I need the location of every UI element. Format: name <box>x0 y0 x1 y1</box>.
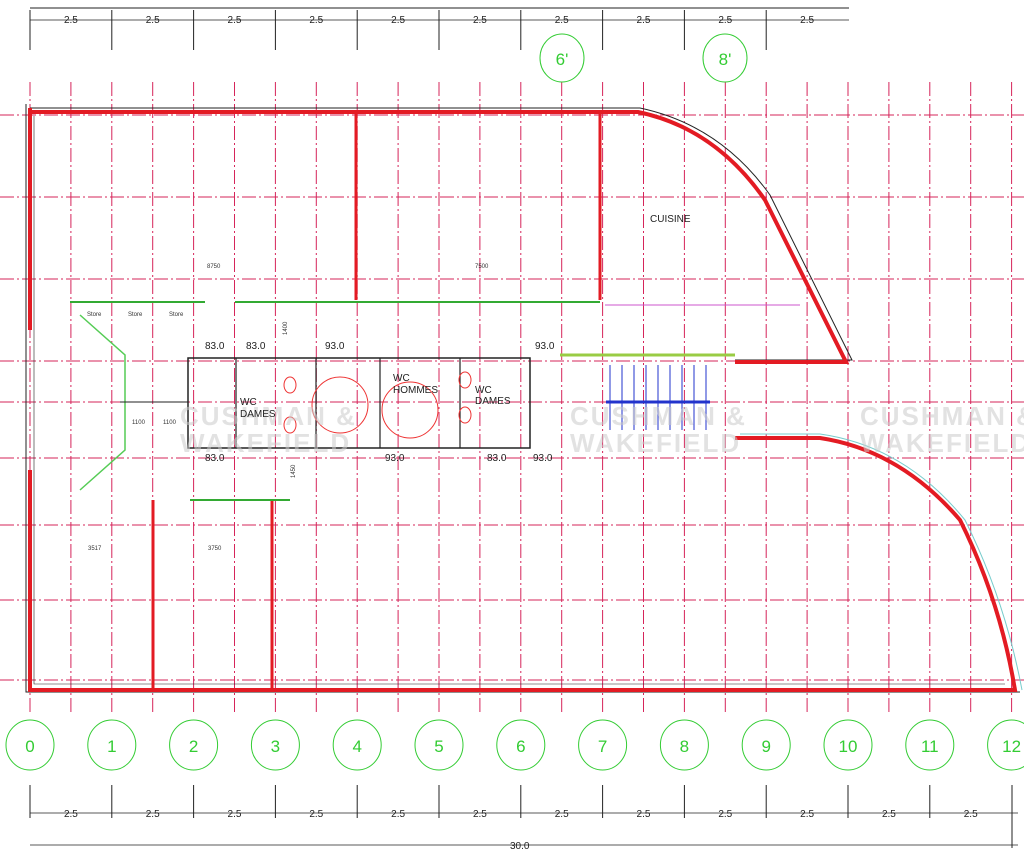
axis-bubble <box>578 719 628 771</box>
room-label-wc-men: WC <box>393 373 410 384</box>
axis-bubble <box>659 719 709 771</box>
store-label: Store <box>128 312 143 318</box>
axis-bubble <box>414 719 464 771</box>
room-label-dames-2: DAMES <box>475 396 511 407</box>
watermark-line-2b: WAKEFIELD <box>180 428 351 458</box>
door-dim: 93.0 <box>533 453 553 464</box>
room-label-wc-2: WC <box>475 385 492 396</box>
axis-label: 1 <box>107 737 116 756</box>
structural-grid <box>0 82 1024 712</box>
run-dim: 3517 <box>88 546 102 552</box>
bottom-dimension-label: 2.5 <box>964 809 978 820</box>
axis-label: 7 <box>598 737 607 756</box>
watermark-line-2: WAKEFIELD <box>860 428 1024 458</box>
top-dimension-label: 2.5 <box>391 15 405 26</box>
bottom-dimension-label: 2.5 <box>309 809 323 820</box>
axis-label: 4 <box>352 737 361 756</box>
door-dim: 93.0 <box>385 453 405 464</box>
axis-label: 12 <box>1002 737 1021 756</box>
exterior-walls <box>25 104 1023 693</box>
bottom-dimension-label: 2.5 <box>473 809 487 820</box>
bottom-dimension-label: 2.5 <box>882 809 896 820</box>
room-label-kitchen: CUISINE <box>650 214 691 225</box>
bottom-dimension-label: 2.5 <box>391 809 405 820</box>
axis-bubble <box>823 719 873 771</box>
axis-bubble <box>332 719 382 771</box>
axis-label: 3 <box>271 737 280 756</box>
bottom-dimension-label: 2.5 <box>228 809 242 820</box>
top-dimension-label: 2.5 <box>555 15 569 26</box>
door-dim: 93.0 <box>325 341 345 352</box>
bottom-dimension-label: 2.5 <box>64 809 78 820</box>
axis-label: 5 <box>434 737 443 756</box>
bottom-dimension-label: 2.5 <box>637 809 651 820</box>
room-label-dames: DAMES <box>240 409 276 420</box>
door-dim: 83.0 <box>487 453 507 464</box>
watermark-line-1c: CUSHMAN & <box>570 401 747 431</box>
axis-bubble <box>702 33 748 83</box>
stair <box>606 365 710 430</box>
top-dimension-label: 2.5 <box>64 15 78 26</box>
run-dim: 8750 <box>207 264 221 270</box>
axis-label: 8 <box>680 737 689 756</box>
door-dim: 83.0 <box>205 341 225 352</box>
run-dim: 1100 <box>132 420 146 426</box>
run-dim: 3750 <box>208 546 222 552</box>
top-dimension-label: 2.5 <box>146 15 160 26</box>
fixtures <box>283 371 472 439</box>
partitions <box>70 301 800 501</box>
room-label-hommes: HOMMES <box>393 385 438 396</box>
top-dimension-label: 2.5 <box>718 15 732 26</box>
door-dim: 83.0 <box>246 341 266 352</box>
room-label-wc: WC <box>240 397 257 408</box>
axis-bubble <box>987 719 1024 771</box>
top-dimension-label: 2.5 <box>473 15 487 26</box>
axis-bubble <box>5 719 55 771</box>
axis-bubble <box>539 33 585 83</box>
axis-label: 8' <box>719 50 732 69</box>
watermark-line-2c: WAKEFIELD <box>570 428 741 458</box>
axis-bubble <box>905 719 955 771</box>
axis-label: 0 <box>25 737 34 756</box>
axis-label: 6 <box>516 737 525 756</box>
run-dim: 7500 <box>475 264 489 270</box>
overall-dimension: 30.0 <box>510 841 530 849</box>
bottom-dimension-label: 2.5 <box>555 809 569 820</box>
door-dim: 93.0 <box>535 341 555 352</box>
top-dimension-label: 2.5 <box>800 15 814 26</box>
axis-bubble <box>250 719 300 771</box>
store-label: Store <box>169 312 184 318</box>
run-dim: 1450 <box>291 464 297 478</box>
axis-bubble <box>496 719 546 771</box>
store-label: Store <box>87 312 102 318</box>
top-dimension-label: 2.5 <box>228 15 242 26</box>
run-dim: 1100 <box>163 420 177 426</box>
axis-label: 2 <box>189 737 198 756</box>
watermark-line-1b: CUSHMAN & <box>180 401 357 431</box>
axis-bubble <box>169 719 219 771</box>
axis-label: 11 <box>921 737 939 756</box>
axis-bubble <box>87 719 137 771</box>
top-dimension-label: 2.5 <box>309 15 323 26</box>
axis-label: 6' <box>556 50 569 69</box>
top-dimension-label: 2.5 <box>637 15 651 26</box>
axis-label: 9 <box>761 737 770 756</box>
axis-label: 10 <box>839 737 858 756</box>
run-dim: 1400 <box>283 321 289 335</box>
dimension-lines: 2.5 2.5 2.5 2.5 2.5 2.5 2.5 2.5 2.5 2.5 2.5 2.5 2.5 2… <box>29 7 1018 848</box>
door-dim: 83.0 <box>205 453 225 464</box>
axis-bubble <box>741 719 791 771</box>
bottom-dimension-label: 2.5 <box>800 809 814 820</box>
watermark-line-1: CUSHMAN & <box>860 401 1024 431</box>
bottom-dimension-label: 2.5 <box>146 809 160 820</box>
watermark: CUSHMAN & WAKEFIELD CUSHMAN & WAKEFIELD … <box>180 401 1024 458</box>
bottom-dimension-label: 2.5 <box>718 809 732 820</box>
